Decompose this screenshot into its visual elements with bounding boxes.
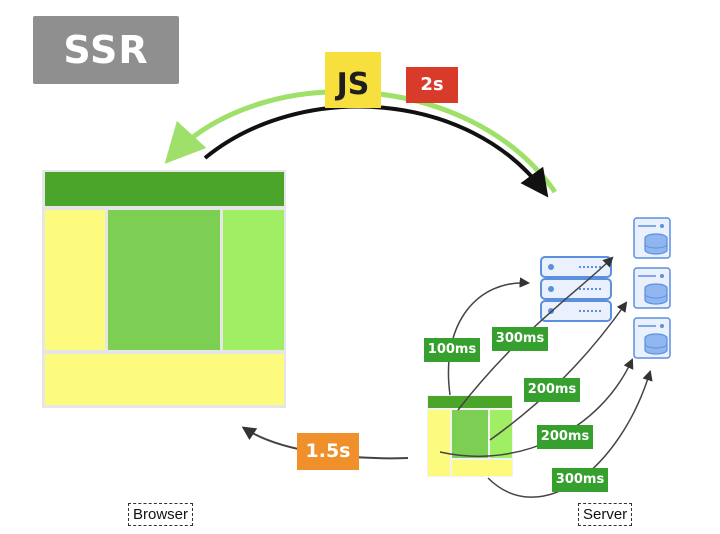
timing-label-200ms-b: 200ms	[537, 425, 593, 449]
timing-label-300ms-b: 300ms	[552, 468, 608, 492]
server-render-mockup	[427, 395, 513, 477]
fetch-arrow-3	[489, 301, 628, 441]
title-box: SSR	[33, 16, 179, 84]
timing-label-100ms: 100ms	[424, 338, 480, 362]
js-badge: JS	[325, 52, 381, 108]
browser-page-mockup	[42, 170, 286, 408]
fetch-arrow-1	[447, 277, 531, 396]
browser-label: Browser	[128, 503, 194, 526]
server-label: Server	[578, 503, 633, 526]
timing-label-300ms-a: 300ms	[492, 327, 548, 351]
timing-label-200ms-a: 200ms	[524, 378, 580, 402]
database-icon-3	[633, 317, 671, 359]
black-request-arrow	[203, 104, 549, 198]
request-time-badge: 2s	[406, 67, 458, 103]
database-icon-1	[633, 217, 671, 259]
fetch-arrow-2	[457, 256, 614, 411]
page-title: SSR	[63, 28, 149, 72]
database-icon-2	[633, 267, 671, 309]
response-time-badge: 1.5s	[297, 433, 359, 470]
